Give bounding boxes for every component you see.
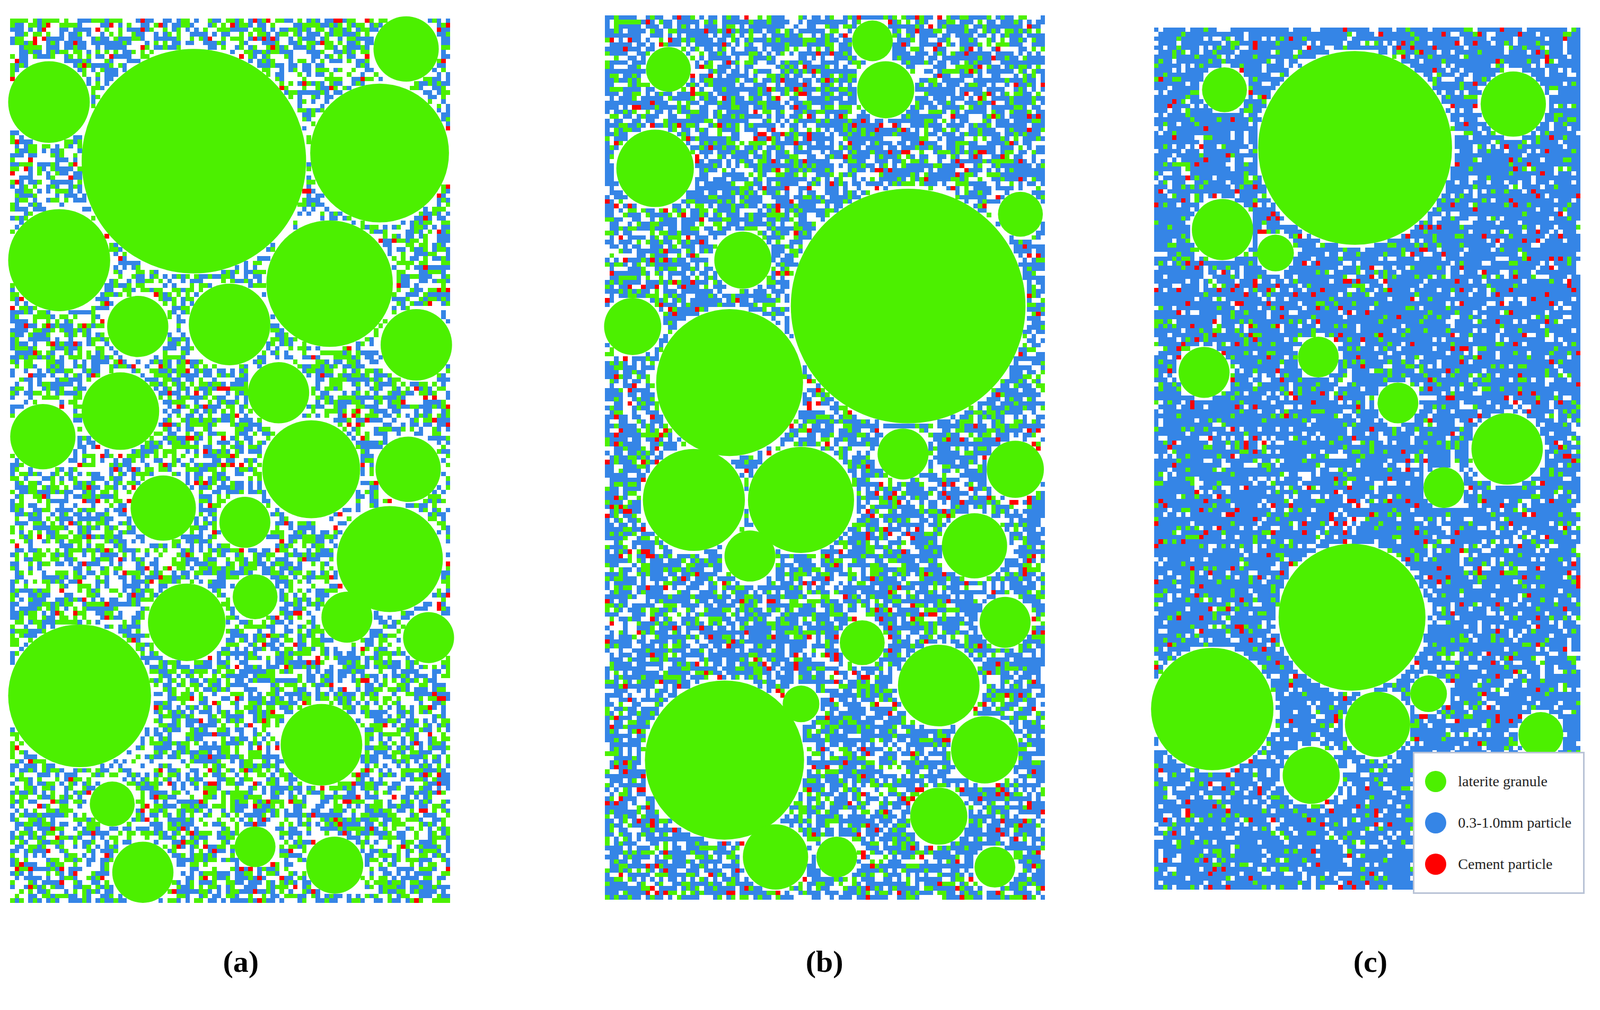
laterite-granule [616,129,694,207]
laterite-granule [234,826,276,868]
laterite-granule [986,440,1044,498]
laterite-granule [310,83,450,223]
particle-panel [7,16,454,903]
laterite-granule [107,295,169,357]
legend-box: laterite granule 0.3-1.0mm particleCement… [1412,751,1585,894]
laterite-granule [877,428,929,480]
laterite-granule [266,220,393,348]
laterite-granule [1282,746,1340,805]
legend-swatch [1425,770,1447,793]
panel-label: (b) [805,943,844,980]
laterite-granule [997,191,1043,237]
laterite-granule [839,620,885,666]
laterite-granule [112,841,174,903]
laterite-granule [979,596,1031,648]
laterite-granule [1258,50,1453,245]
laterite-granule [742,824,808,890]
legend-text: 0.3-1.0mm particle [1457,814,1572,832]
legend-swatch [1425,812,1447,834]
laterite-granule [643,449,745,551]
laterite-granule [656,309,804,456]
laterite-granule [10,403,76,470]
legend-row: laterite granule [1425,760,1572,803]
laterite-granule [782,685,820,723]
laterite-granule [857,60,915,119]
laterite-granule [645,47,691,93]
laterite-granule [305,836,364,894]
laterite-granule [380,309,453,381]
cement-particles [10,18,451,903]
laterite-granule [1471,412,1543,485]
laterite-granule [1377,382,1419,424]
laterite-granule [1480,71,1546,137]
laterite-granule [7,208,110,311]
laterite-granule [942,513,1008,579]
legend-row: 0.3-1.0mm particle [1425,802,1572,844]
small-granules [604,15,1045,900]
laterite-granule [219,496,271,548]
laterite-granule [644,680,804,840]
laterite-granule [7,624,151,768]
laterite-granule [1410,675,1447,712]
cement-particles [604,15,1045,900]
laterite-granule [81,48,306,274]
laterite-granule [851,20,893,61]
laterite-granule [724,530,776,582]
laterite-granule [1178,346,1230,398]
laterite-granule [1518,711,1564,758]
laterite-granule [81,372,160,450]
laterite-granule [603,297,662,356]
laterite-granule [1256,234,1294,272]
laterite-granule [373,16,439,82]
laterite-granule [951,716,1019,784]
laterite-granule [321,591,373,643]
laterite-granule [130,475,196,541]
laterite-granule [89,781,135,827]
legend-text: laterite granule [1457,772,1548,790]
legend-row: Cement particle [1425,843,1572,885]
laterite-granule [898,644,980,727]
laterite-granule [1201,67,1247,113]
fine-particles [10,18,451,903]
laterite-granule [910,787,968,846]
laterite-granule [232,574,278,620]
laterite-granule [1344,691,1411,758]
laterite-granule [714,231,772,289]
fine-particles [604,15,1045,900]
panel-label: (a) [222,943,259,980]
laterite-granule [816,836,858,878]
laterite-granule [1150,647,1274,771]
legend-swatch [1425,853,1447,875]
laterite-granule [974,846,1016,888]
laterite-granule [1423,467,1465,508]
laterite-granule [1278,543,1426,691]
panel-label: (c) [1353,943,1388,980]
laterite-granule [375,436,441,503]
laterite-granule [402,612,454,664]
laterite-granule [188,283,271,366]
legend-text: Cement particle [1457,855,1553,873]
laterite-granule [1297,336,1339,378]
laterite-granule [7,60,90,143]
laterite-granule [147,583,226,662]
laterite-granule [248,362,310,424]
particle-panel [603,15,1045,900]
laterite-granule [1191,198,1253,260]
laterite-granule [280,704,363,786]
laterite-granule [790,188,1026,424]
small-granules [10,18,451,903]
laterite-granule [262,420,361,519]
